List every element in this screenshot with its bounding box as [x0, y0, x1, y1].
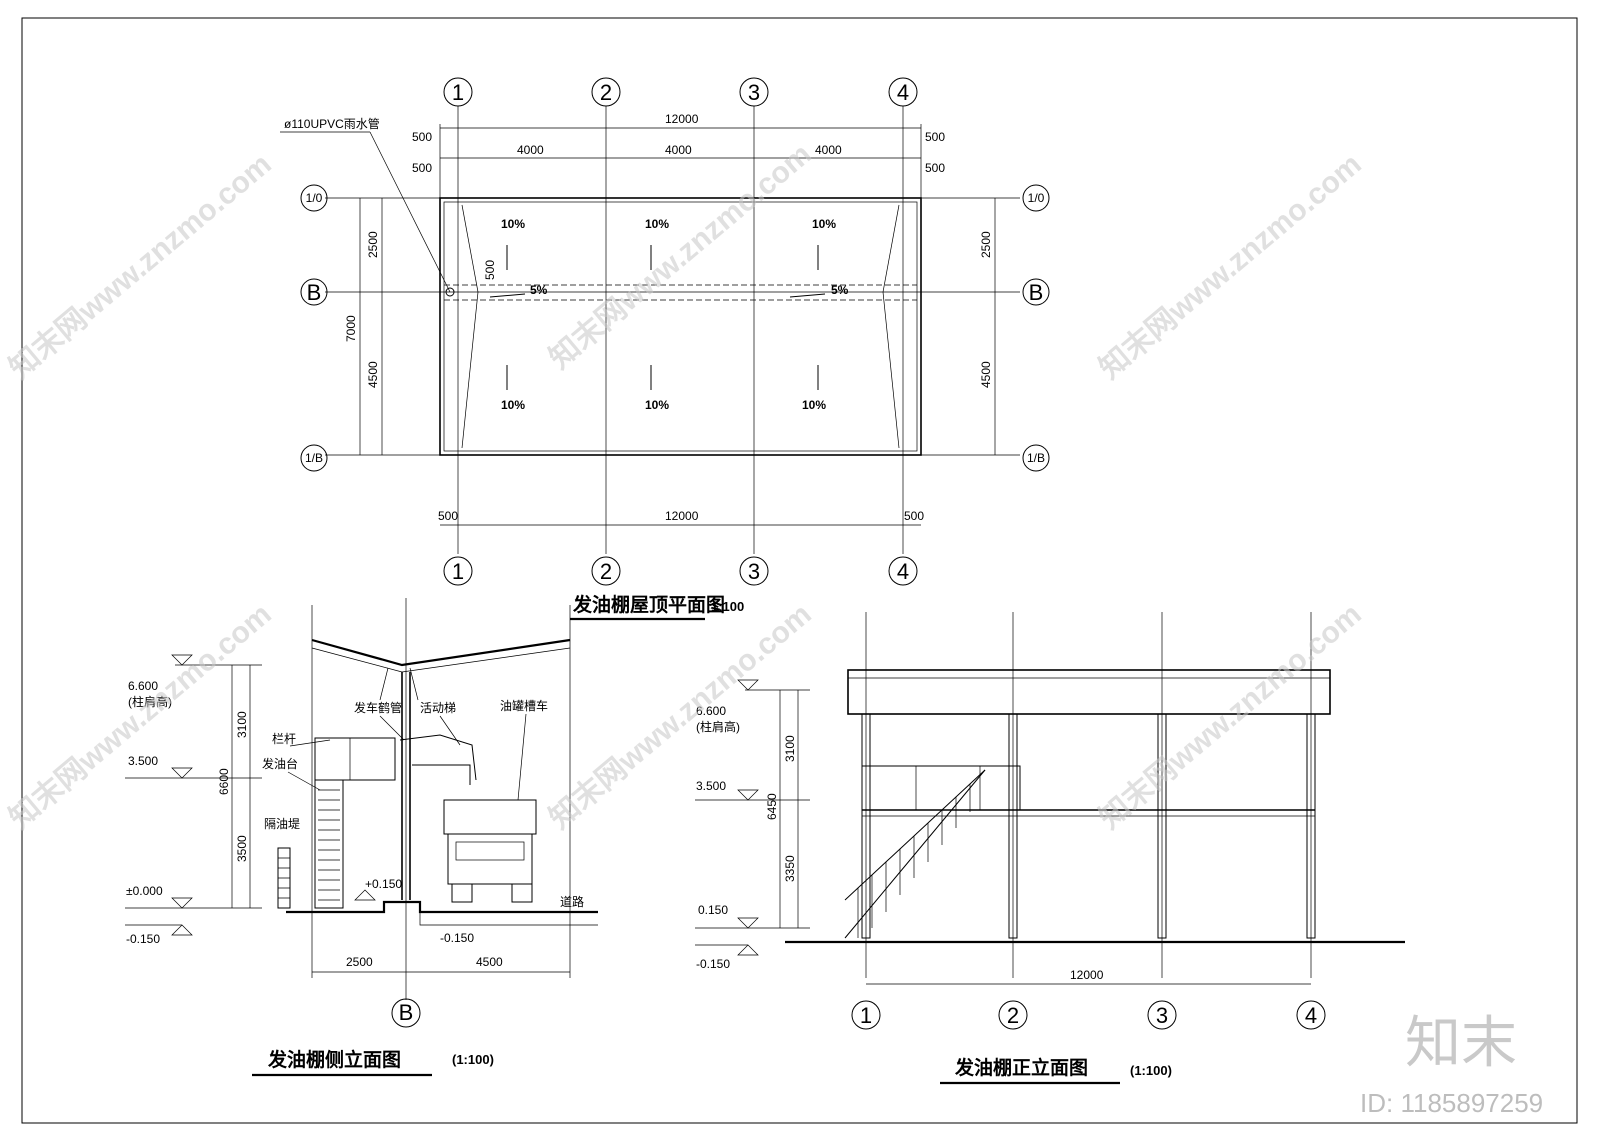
front-level-low1: 0.150 [698, 903, 728, 917]
label-platform: 发油台 [262, 756, 298, 771]
front-level-mid: 3.500 [696, 779, 726, 793]
front-axis-4: 4 [1305, 1003, 1317, 1028]
axis-4-top: 4 [897, 80, 909, 105]
roof-axis-bubbles-bottom: 1 2 3 4 [443, 556, 918, 586]
side-dim-total: 6600 [217, 768, 231, 795]
roof-side-lower-dim-l: 4500 [366, 361, 380, 388]
roof-plan-scale: 1:100 [711, 599, 744, 614]
gutter-slope-1: 5% [530, 283, 548, 297]
axis-3-bot: 3 [748, 559, 760, 584]
roof-overhang-dim-tr: 500 [925, 130, 945, 144]
side-level-curb: +0.150 [365, 877, 402, 891]
front-level-top-note: (柱肩高) [696, 719, 740, 734]
roof-bot-overhang-l: 500 [438, 509, 458, 523]
label-oil-dike: 隔油堤 [264, 817, 300, 831]
slope-top-2: 10% [645, 217, 669, 231]
side-dim-upper: 3100 [235, 711, 249, 738]
roof-overhang-dim-br: 500 [925, 161, 945, 175]
row-axis-mid-left: B [307, 280, 322, 305]
watermark-1: 知末网www.znzmo.com [3, 148, 277, 386]
label-rail: 栏杆 [272, 731, 296, 746]
roof-slope-labels: 10% 10% 10% 10% 10% 10% 5% 5% [489, 217, 849, 412]
roof-bay3-dim: 4000 [815, 143, 842, 157]
front-dim-total: 6450 [765, 793, 779, 820]
front-elev-scale: (1:100) [1130, 1063, 1172, 1078]
side-elev-scale: (1:100) [452, 1052, 494, 1067]
slope-bot-3: 10% [802, 398, 826, 412]
slope-bot-1: 10% [501, 398, 525, 412]
axis-1-top: 1 [452, 80, 464, 105]
side-elevation: 栏杆 发油台 发车鹤管 活动梯 油罐槽车 隔油堤 道路 6.600 (柱肩高) … [125, 598, 598, 1077]
roof-bot-overhang-r: 500 [904, 509, 924, 523]
slope-top-1: 10% [501, 217, 525, 231]
slope-top-3: 10% [812, 217, 836, 231]
front-axis-3: 3 [1156, 1003, 1168, 1028]
side-level-low: -0.150 [126, 932, 160, 946]
watermark-3: 知末网www.znzmo.com [1093, 148, 1367, 386]
axis-1-bot: 1 [452, 559, 464, 584]
brand-logo: 知末 [1405, 1011, 1517, 1074]
front-dim-lower: 3350 [783, 855, 797, 882]
front-elevation: 6.600 (柱肩高) 3.500 0.150 -0.150 3100 3350… [695, 612, 1405, 1085]
slope-bot-2: 10% [645, 398, 669, 412]
sheet-border [21, 17, 1578, 1124]
side-elev-title: 发油棚侧立面图 [267, 1048, 401, 1071]
front-axis-2: 2 [1007, 1003, 1019, 1028]
roof-side-upper-dim-l: 2500 [366, 231, 380, 258]
roof-axis-bubbles-top: 1 2 3 4 [443, 77, 918, 107]
rain-pipe-icon [445, 287, 455, 297]
row-axis-bot-right: 1/B [1027, 451, 1045, 465]
front-dim-upper: 3100 [783, 735, 797, 762]
front-elev-title: 发油棚正立面图 [954, 1056, 1088, 1079]
label-tank-truck: 油罐槽车 [500, 698, 548, 713]
side-level-road: -0.150 [440, 931, 474, 945]
roof-plan-title: 发油棚屋顶平面图 [572, 593, 725, 616]
label-ladder: 活动梯 [420, 701, 456, 715]
side-hdim-2: 4500 [476, 955, 503, 969]
roof-bot-total-dim: 12000 [665, 509, 699, 523]
axis-2-top: 2 [600, 80, 612, 105]
roof-bay2-dim: 4000 [665, 143, 692, 157]
rain-pipe-note: ø110UPVC雨水管 [284, 116, 380, 131]
watermarks: 知末网www.znzmo.com 知末网www.znzmo.com 知末网www… [3, 138, 1367, 836]
axis-3-top: 3 [748, 80, 760, 105]
front-level-low2: -0.150 [696, 957, 730, 971]
roof-top-total-dim: 12000 [665, 112, 699, 126]
roof-overhang-dim-tl: 500 [412, 130, 432, 144]
roof-overhang-dim-bl: 500 [412, 161, 432, 175]
roof-side-total-dim: 7000 [344, 315, 358, 342]
side-hdim-1: 2500 [346, 955, 373, 969]
front-hdim: 12000 [1070, 968, 1104, 982]
axis-4-bot: 4 [897, 559, 909, 584]
gutter-slope-2: 5% [831, 283, 849, 297]
roof-bay1-dim: 4000 [517, 143, 544, 157]
side-level-top: 6.600 [128, 679, 158, 693]
row-axis-top-right: 1/0 [1028, 191, 1045, 205]
roof-row-bubbles: 1/0 B 1/B 1/0 B 1/B [300, 184, 1050, 472]
roof-plan: 1 2 3 4 12000 4000 4000 4000 500 500 500… [280, 77, 1050, 621]
row-axis-bot-left: 1/B [305, 451, 323, 465]
roof-side-upper-dim-r: 2500 [979, 231, 993, 258]
front-axis-bubbles: 1 2 3 4 [851, 1000, 1326, 1030]
brand-id: ID: 1185897259 [1360, 1088, 1543, 1118]
watermark-2: 知末网www.znzmo.com [543, 138, 817, 376]
side-dim-lower: 3500 [235, 835, 249, 862]
front-level-top: 6.600 [696, 704, 726, 718]
side-level-zero: ±0.000 [126, 884, 163, 898]
side-axis-b: B [399, 1000, 414, 1025]
row-axis-mid-right: B [1029, 280, 1044, 305]
roof-gutter-width-dim: 500 [483, 260, 497, 280]
label-road: 道路 [560, 894, 584, 909]
watermark-6: 知末网www.znzmo.com [1093, 598, 1367, 836]
side-level-mid: 3.500 [128, 754, 158, 768]
axis-2-bot: 2 [600, 559, 612, 584]
front-axis-1: 1 [860, 1003, 872, 1028]
label-loading-arm: 发车鹤管 [354, 700, 402, 715]
roof-side-lower-dim-r: 4500 [979, 361, 993, 388]
row-axis-top-left: 1/0 [306, 191, 323, 205]
side-level-top-note: (柱肩高) [128, 694, 172, 709]
